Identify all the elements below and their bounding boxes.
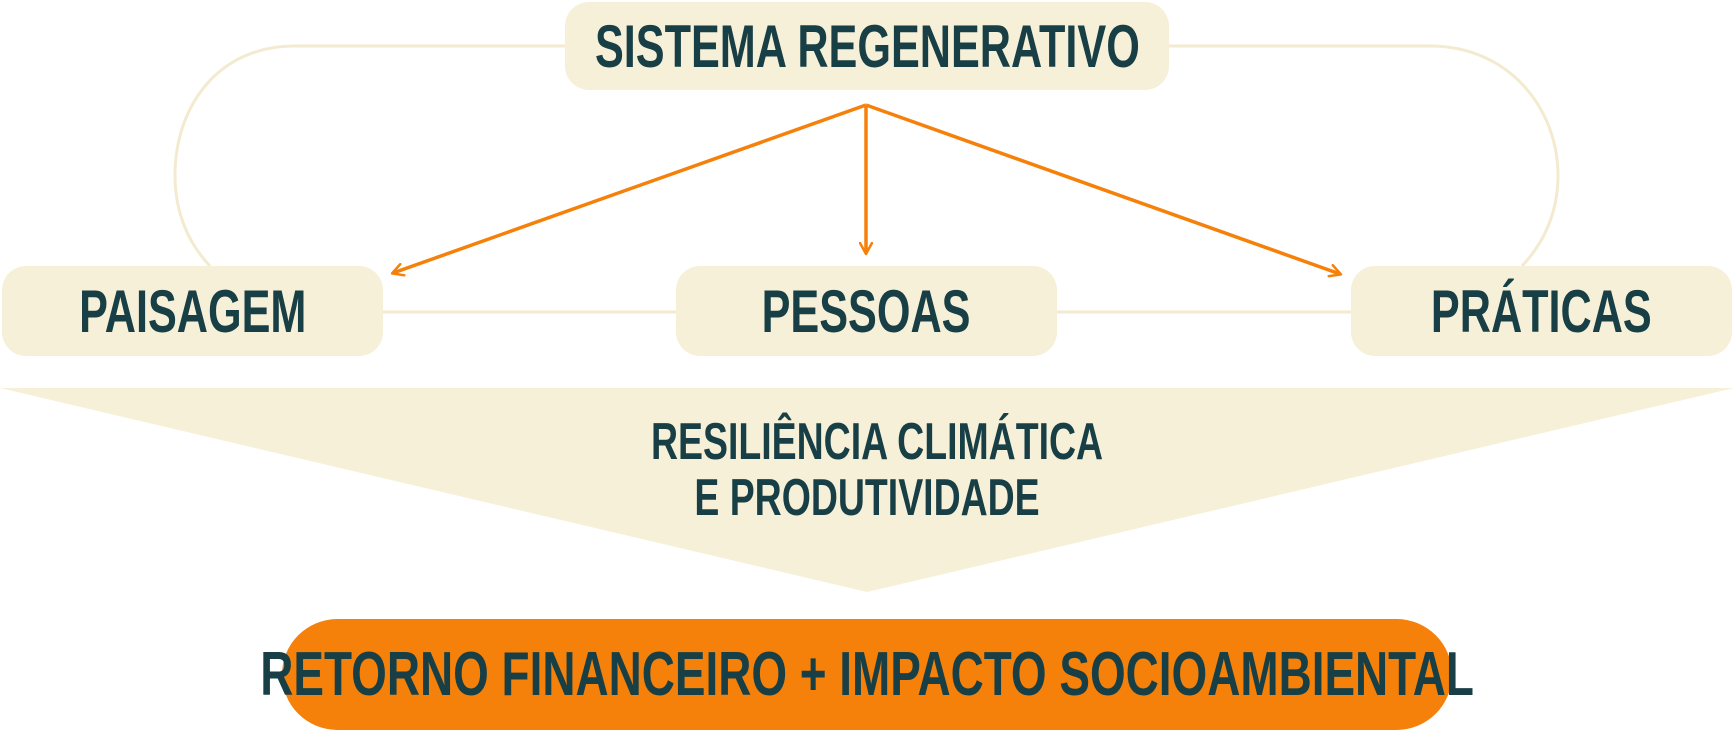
funnel-label-line-2: E PRODUTIVIDADE bbox=[694, 469, 1040, 527]
funnel-shape bbox=[0, 388, 1734, 592]
arrow-to-praticas bbox=[865, 103, 1340, 274]
result-banner-label: RETORNO FINANCEIRO + IMPACTO SOCIOAMBIEN… bbox=[260, 640, 1474, 709]
result-banner: RETORNO FINANCEIRO + IMPACTO SOCIOAMBIEN… bbox=[260, 619, 1474, 730]
node-pessoas-label: PESSOAS bbox=[762, 277, 971, 345]
node-paisagem: PAISAGEM bbox=[2, 266, 383, 356]
arrow-to-paisagem bbox=[393, 103, 867, 273]
node-sistema-regenerativo-label: SISTEMA REGENERATIVO bbox=[594, 12, 1140, 80]
funnel-label-line-1: RESILIÊNCIA CLIMÁTICA bbox=[651, 413, 1104, 471]
node-sistema-regenerativo: SISTEMA REGENERATIVO bbox=[565, 2, 1169, 90]
node-paisagem-label: PAISAGEM bbox=[78, 277, 307, 345]
loop-connector-left bbox=[173, 44, 565, 268]
loop-connector-right bbox=[1169, 44, 1560, 268]
node-praticas-label: PRÁTICAS bbox=[1431, 277, 1652, 345]
node-pessoas: PESSOAS bbox=[676, 266, 1057, 356]
funnel-label: RESILIÊNCIA CLIMÁTICA E PRODUTIVIDADE bbox=[567, 414, 1167, 526]
node-praticas: PRÁTICAS bbox=[1351, 266, 1732, 356]
